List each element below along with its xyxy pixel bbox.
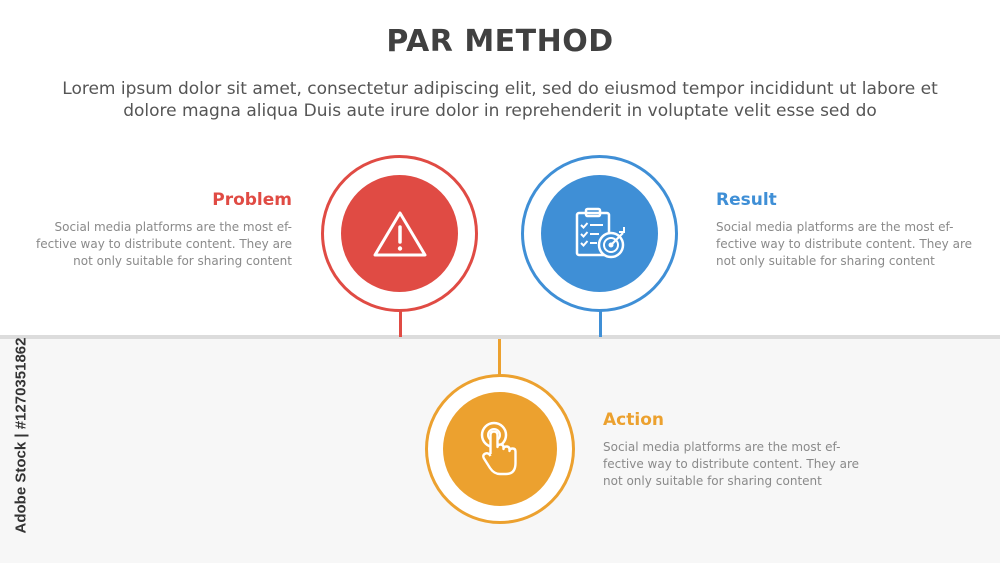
- problem-description: Social media platforms are the most ef-f…: [35, 220, 292, 268]
- watermark-text: Adobe Stock | #1270351862: [12, 337, 30, 533]
- problem-title: Problem: [212, 190, 292, 210]
- checklist-target-icon: [575, 207, 625, 258]
- page-title: PAR METHOD: [386, 24, 614, 59]
- watermark: Adobe Stock | #1270351862: [4, 320, 38, 550]
- timeline-divider: [0, 335, 1000, 339]
- intro-text: Lorem ipsum dolor sit amet, consectetur …: [62, 79, 938, 121]
- action-title: Action: [603, 410, 664, 430]
- hand-tap-icon: [480, 421, 517, 476]
- problem-disc: [341, 175, 458, 292]
- action-connector: [498, 339, 501, 377]
- action-description: Social media platforms are the most ef-f…: [603, 440, 860, 488]
- result-description: Social media platforms are the most ef-f…: [716, 220, 973, 268]
- result-disc: [541, 175, 658, 292]
- action-disc: [443, 392, 557, 506]
- result-title: Result: [716, 190, 777, 210]
- warning-triangle-icon: [373, 211, 426, 256]
